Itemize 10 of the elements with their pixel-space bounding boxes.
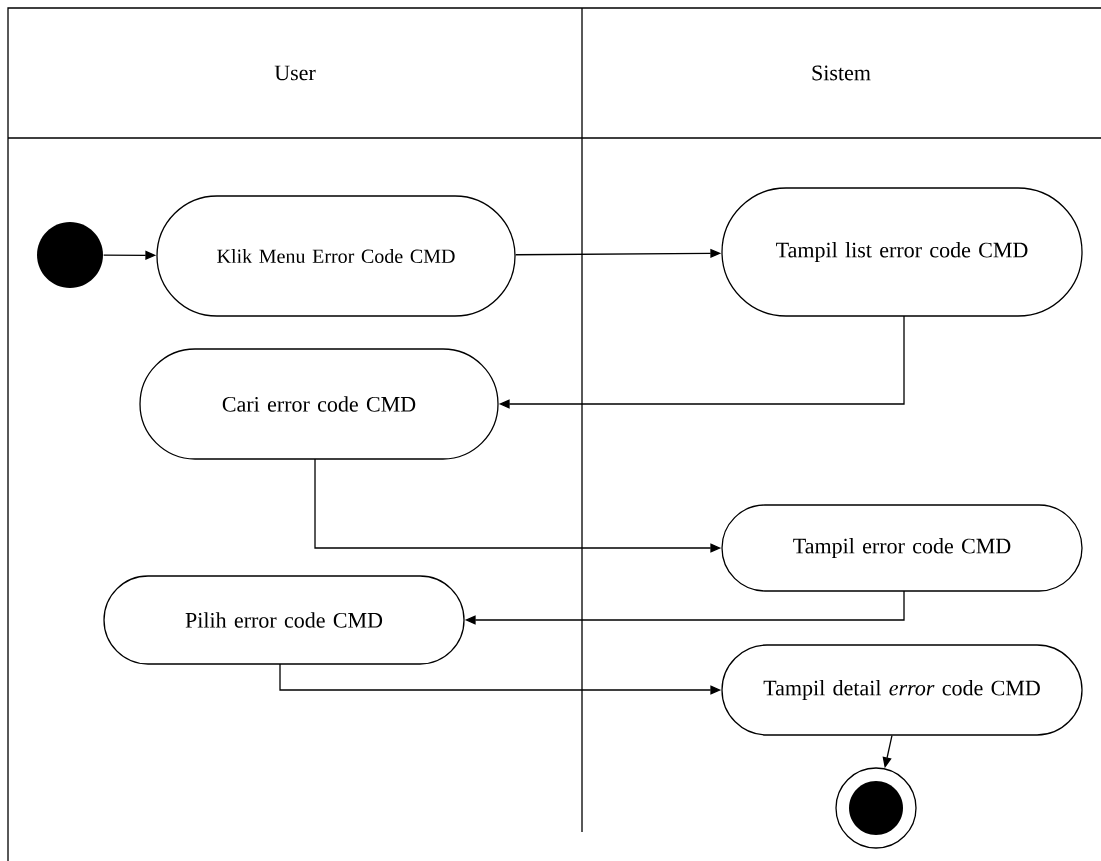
lane-header: User — [274, 65, 316, 81]
final-node — [835, 767, 917, 849]
activity-box: Klik Menu Error Code CMD — [156, 195, 516, 317]
activity-box: Tampil list error code CMD — [721, 187, 1083, 317]
initial-node — [37, 222, 103, 288]
activity-box: Tampil error code CMD — [721, 504, 1083, 592]
activity-box: Pilih error code CMD — [103, 575, 465, 665]
activity-box: Tampil detail error code CMD — [721, 644, 1083, 736]
activity-box: Cari error code CMD — [139, 348, 499, 460]
lane-header: Sistem — [812, 65, 871, 81]
